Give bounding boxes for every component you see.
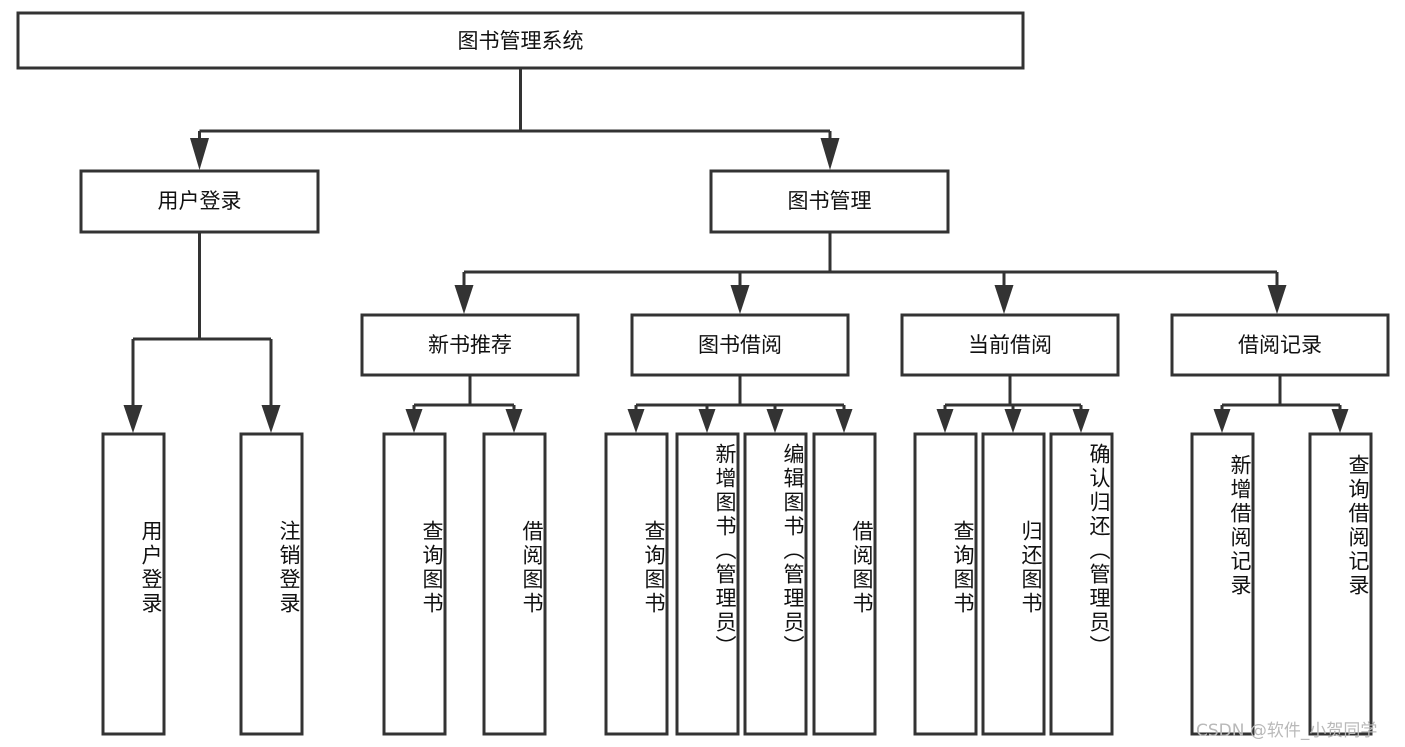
node-leaf-user-login-box[interactable] [101, 432, 166, 736]
node-leaf-edit-book-box[interactable] [743, 432, 808, 736]
node-leaf-return-book-box[interactable] [981, 432, 1046, 736]
node-leaf-query-record-label: 查询借阅记录 [1346, 454, 1370, 598]
watermark-text: CSDN @软件_小贺同学 [1196, 721, 1378, 741]
arrow-head-leaf-logout [261, 405, 281, 433]
arrow-head-leaf-query-record [1331, 409, 1349, 433]
node-new-book-recommend-box[interactable] [360, 313, 580, 377]
node-new-book-recommend-label: 新书推荐 [428, 333, 512, 357]
node-leaf-add-book-box[interactable] [675, 432, 740, 736]
node-leaf-user-login-label: 用户登录 [139, 520, 163, 616]
arrow-head-leaf-add-book [698, 409, 716, 433]
connector-group-new-book-to-leaves [405, 375, 523, 433]
connector-group-borrow-record-to-leaves [1213, 375, 1349, 433]
node-leaf-borrow-book-b-box[interactable] [812, 432, 877, 736]
arrow-head-book-mgmt [820, 138, 840, 170]
node-leaf-query-book-a-label: 查询图书 [420, 520, 444, 616]
node-book-borrow-box[interactable] [630, 313, 850, 377]
connector-group-book-mgmt-to-level3 [454, 232, 1287, 314]
connector-group-user-login-to-leaves [123, 232, 281, 433]
node-leaf-confirm-return-label: 确认归还（管理员） [1087, 443, 1111, 659]
node-leaf-add-record-label: 新增借阅记录 [1228, 454, 1252, 598]
node-leaf-query-book-a-box[interactable] [382, 432, 447, 736]
node-leaf-query-record-box[interactable] [1308, 432, 1373, 736]
connector-group-current-borrow-to-leaves [936, 375, 1090, 433]
arrow-head-user-login [190, 138, 209, 170]
arrow-head-book-borrow [730, 285, 750, 314]
arrow-head-leaf-user-login [123, 405, 143, 433]
node-leaf-query-book-b-box[interactable] [604, 432, 669, 736]
node-leaf-borrow-book-a-label: 借阅图书 [520, 520, 544, 616]
arrow-head-leaf-confirm-return [1072, 409, 1090, 433]
node-leaf-query-book-b-label: 查询图书 [642, 520, 666, 616]
arrow-head-leaf-query-book-b [627, 409, 645, 433]
node-leaf-return-book-label: 归还图书 [1019, 520, 1043, 616]
node-root-label: 图书管理系统 [458, 29, 584, 53]
arrow-head-leaf-return-book [1004, 409, 1022, 433]
node-leaf-logout-label: 注销登录 [277, 520, 301, 616]
node-book-mgmt-box[interactable] [709, 169, 950, 234]
node-book-mgmt-label: 图书管理 [788, 189, 872, 213]
node-leaf-edit-book-label: 编辑图书（管理员） [781, 443, 805, 659]
node-book-borrow-label: 图书借阅 [698, 333, 782, 357]
node-root-box[interactable] [16, 11, 1025, 70]
node-leaf-borrow-book-a-box[interactable] [482, 432, 547, 736]
node-leaf-query-book-c-label: 查询图书 [951, 520, 975, 616]
node-leaf-logout-box[interactable] [239, 432, 304, 736]
node-leaf-add-record-box[interactable] [1190, 432, 1255, 736]
arrow-head-leaf-borrow-book-a [505, 409, 523, 433]
node-leaf-borrow-book-b-label: 借阅图书 [850, 520, 874, 616]
arrow-head-leaf-query-book-c [936, 409, 954, 433]
arrow-head-leaf-borrow-book-b [835, 409, 853, 433]
node-leaf-add-book-label: 新增图书（管理员） [713, 443, 737, 659]
connector-group-book-borrow-to-leaves [627, 375, 853, 433]
node-leaf-confirm-return-box[interactable] [1049, 432, 1114, 736]
arrow-head-new-book [454, 285, 474, 314]
node-current-borrow-box[interactable] [900, 313, 1120, 377]
connector-group-root-to-level2 [190, 68, 840, 170]
arrow-head-borrow-record [1267, 285, 1287, 314]
node-current-borrow-label: 当前借阅 [968, 333, 1052, 357]
node-borrow-record-label: 借阅记录 [1238, 333, 1322, 357]
arrow-head-leaf-query-book-a [405, 409, 423, 433]
node-borrow-record-box[interactable] [1170, 313, 1390, 377]
node-user-login-box[interactable] [79, 169, 320, 234]
node-leaf-query-book-c-box[interactable] [913, 432, 978, 736]
arrow-head-leaf-add-record [1213, 409, 1231, 433]
arrow-head-current-borrow [994, 285, 1014, 314]
arrow-head-leaf-edit-book [766, 409, 784, 433]
node-user-login-label: 用户登录 [158, 189, 242, 213]
